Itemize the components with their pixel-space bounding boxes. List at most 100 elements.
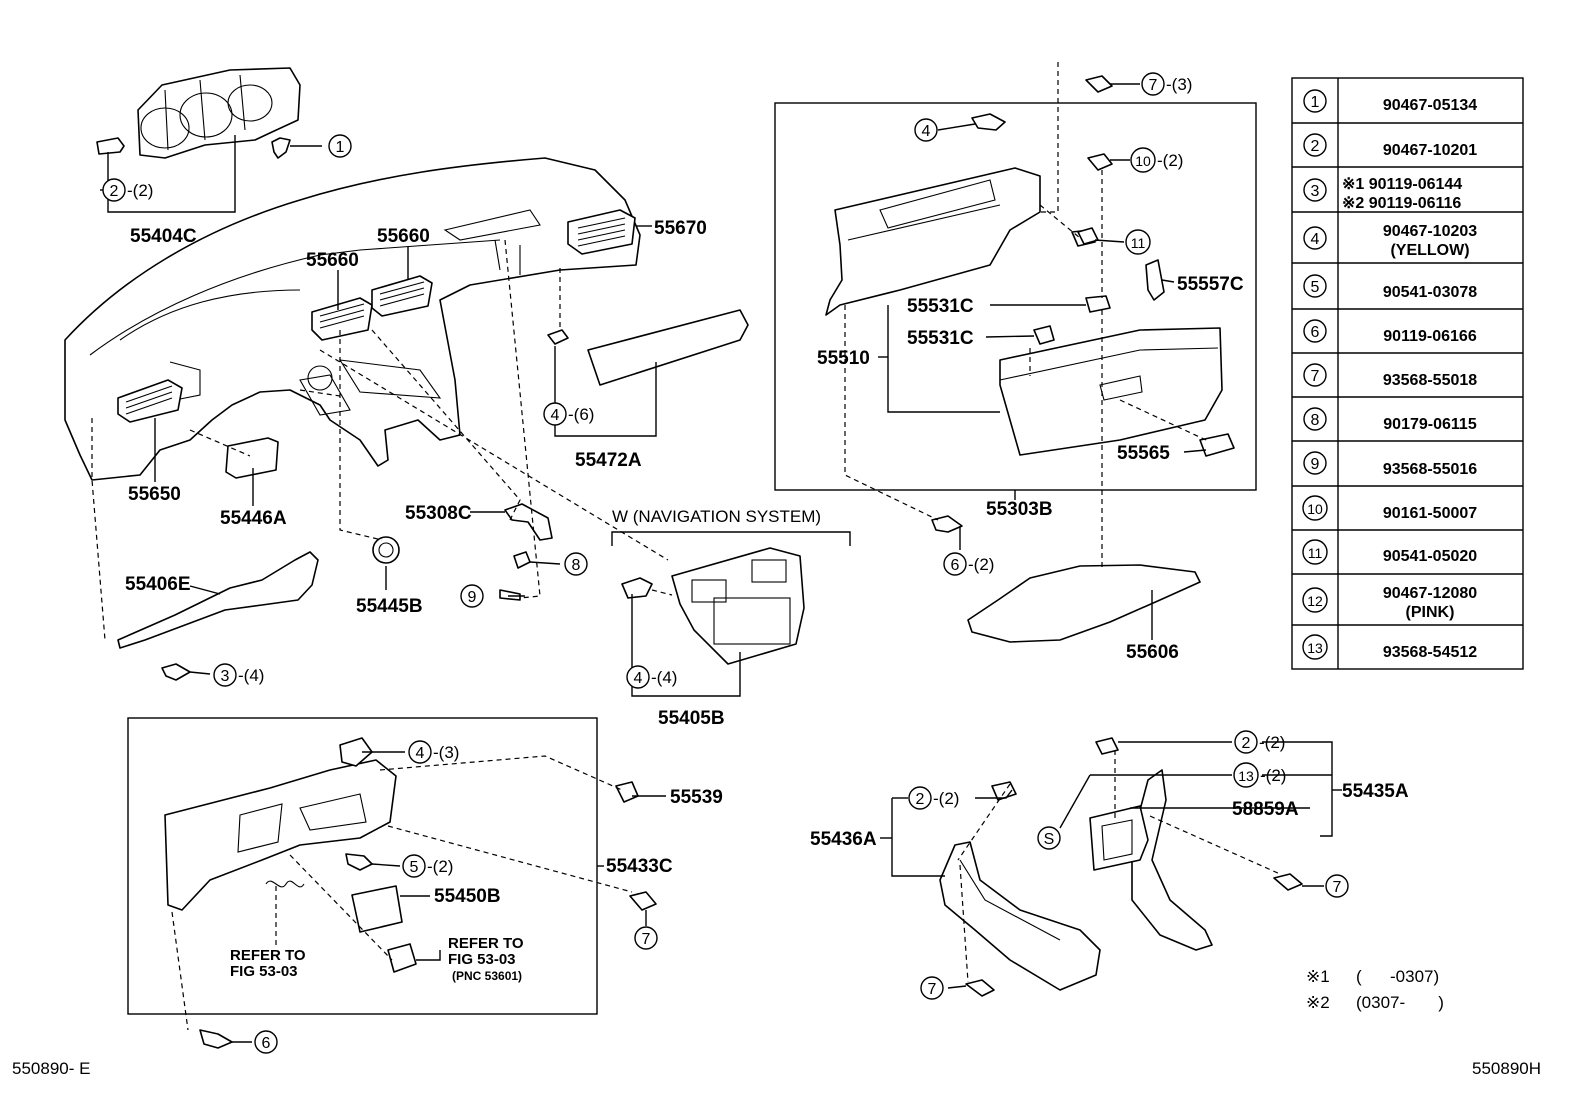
part-label: 55450B: [434, 886, 501, 907]
bracket-drawing: [504, 503, 553, 541]
svg-text:10: 10: [1135, 153, 1151, 169]
bolt-drawing: [965, 979, 995, 997]
svg-text:90467-10203: 90467-10203: [1383, 223, 1477, 240]
legend-row: 10 90161-50007: [1302, 495, 1477, 522]
svg-text:3: 3: [221, 668, 230, 685]
svg-text:13: 13: [1307, 640, 1323, 656]
part-label: 55435A: [1342, 781, 1409, 802]
vent-right-drawing: [567, 209, 636, 255]
spring-drawing: [265, 880, 305, 888]
part-label: 55565: [1117, 443, 1170, 464]
clip-drawing: [96, 137, 125, 155]
svg-text:2: 2: [916, 791, 925, 808]
bolt-drawing: [629, 891, 657, 911]
svg-text:8: 8: [1311, 412, 1320, 429]
nav-section-bracket: [611, 531, 851, 546]
svg-text:4: 4: [551, 407, 560, 424]
svg-text:-(2): -(2): [1259, 733, 1285, 752]
callout-marker: 6: [254, 1030, 278, 1054]
part-label: 55660: [377, 226, 430, 247]
svg-text:5: 5: [410, 859, 419, 876]
callout-marker: 3 -(4): [213, 663, 264, 687]
callout-marker: 7: [920, 976, 944, 1000]
callout-marker: 7: [1325, 874, 1349, 898]
legend-row: 4 90467-10203 (YELLOW): [1303, 223, 1477, 259]
svg-text:90541-05020: 90541-05020: [1383, 548, 1477, 565]
leader-lines: [100, 83, 1342, 1043]
footnote-mark: ※1: [1306, 967, 1330, 986]
svg-text:90119-06166: 90119-06166: [1383, 328, 1477, 345]
legend-row: 1 90467-05134: [1303, 89, 1477, 114]
refer-note: REFER TO FIG 53-03 (PNC 53601): [448, 935, 524, 983]
vent-left-drawing: [117, 379, 183, 423]
legend-row: 9 93568-55016: [1303, 451, 1477, 478]
legend-row: 7 93568-55018: [1303, 363, 1477, 389]
plug-drawing: [372, 536, 400, 564]
svg-text:2: 2: [110, 183, 119, 200]
legend-row: 5 90541-03078: [1303, 274, 1477, 301]
part-label: 55406E: [125, 574, 191, 595]
part-label: 55433C: [606, 856, 673, 877]
nav-bezel-drawing: [621, 547, 805, 665]
part-label: 55405B: [658, 708, 725, 729]
callout-marker: 4 -(4): [626, 665, 677, 689]
svg-text:-(3): -(3): [433, 743, 459, 762]
bolt-drawing: [1087, 153, 1113, 171]
svg-text:11: 11: [1308, 545, 1323, 561]
svg-text:(PINK): (PINK): [1406, 604, 1455, 621]
svg-text:-(4): -(4): [238, 666, 264, 685]
clip-drawing: [1095, 737, 1119, 755]
bolt-drawing: [1085, 75, 1113, 93]
svg-text:12: 12: [1307, 593, 1323, 609]
svg-text:93568-54512: 93568-54512: [1383, 644, 1477, 661]
svg-text:90467-05134: 90467-05134: [1383, 97, 1477, 114]
bolt-drawing: [1273, 873, 1303, 891]
svg-text:FIG 53-03: FIG 53-03: [448, 951, 516, 968]
nav-section-title: W (NAVIGATION SYSTEM): [612, 507, 821, 526]
part-label: 55539: [670, 787, 723, 808]
console-panel-right-drawing: [1089, 769, 1213, 951]
part-label: 58859A: [1232, 799, 1299, 820]
part-label: 55303B: [986, 499, 1053, 520]
lower-glove-panel-drawing: [967, 564, 1201, 643]
svg-text:-(2): -(2): [1157, 151, 1183, 170]
part-label: 55308C: [405, 503, 472, 524]
clip-drawing: [547, 329, 569, 345]
legend-table: 1 90467-05134 2 90467-10201 3 ※1 90119-0…: [1291, 77, 1524, 670]
svg-text:-(2): -(2): [1260, 766, 1286, 785]
svg-text:93568-55016: 93568-55016: [1383, 461, 1477, 478]
svg-text:9: 9: [468, 589, 477, 606]
svg-text:-(2): -(2): [968, 555, 994, 574]
callout-marker: 10 -(2): [1130, 147, 1183, 173]
legend-row: 13 93568-54512: [1302, 634, 1477, 661]
callout-marker: 4 -(6): [543, 402, 594, 426]
svg-text:1: 1: [336, 139, 345, 156]
callout-marker: 2 -(2): [102, 178, 153, 202]
svg-text:9: 9: [1311, 456, 1320, 473]
panel-cover-drawing: [351, 885, 403, 933]
svg-text:8: 8: [572, 557, 581, 574]
svg-text:7: 7: [642, 931, 651, 948]
legend-row: 2 90467-10201: [1303, 133, 1477, 159]
console-panel-left-drawing: [939, 841, 1101, 991]
lower-finish-panel-drawing: [164, 737, 397, 911]
bolt-drawing: [161, 663, 191, 681]
bolt-drawing: [499, 589, 521, 601]
glove-latch-drawing: [1199, 433, 1235, 457]
svg-text:90541-03078: 90541-03078: [1383, 284, 1477, 301]
svg-text:-(3): -(3): [1166, 75, 1192, 94]
screw-drawing: [271, 137, 291, 159]
svg-text:-(6): -(6): [568, 405, 594, 424]
part-labels: 55404C 55670 55660 55660 55650 55446A 55…: [125, 218, 1409, 907]
svg-text:REFER TO: REFER TO: [230, 947, 306, 964]
glove-box-drawing: [999, 327, 1223, 456]
svg-text:REFER TO: REFER TO: [448, 935, 524, 952]
upper-garnish-drawing: [587, 309, 749, 386]
callout-marker: 1: [328, 134, 352, 158]
svg-text:90467-10201: 90467-10201: [1383, 142, 1477, 159]
svg-text:3: 3: [1311, 183, 1320, 200]
svg-text:2: 2: [1242, 735, 1251, 752]
vent-center-left-drawing: [311, 297, 373, 341]
svg-text:7: 7: [1311, 368, 1320, 385]
